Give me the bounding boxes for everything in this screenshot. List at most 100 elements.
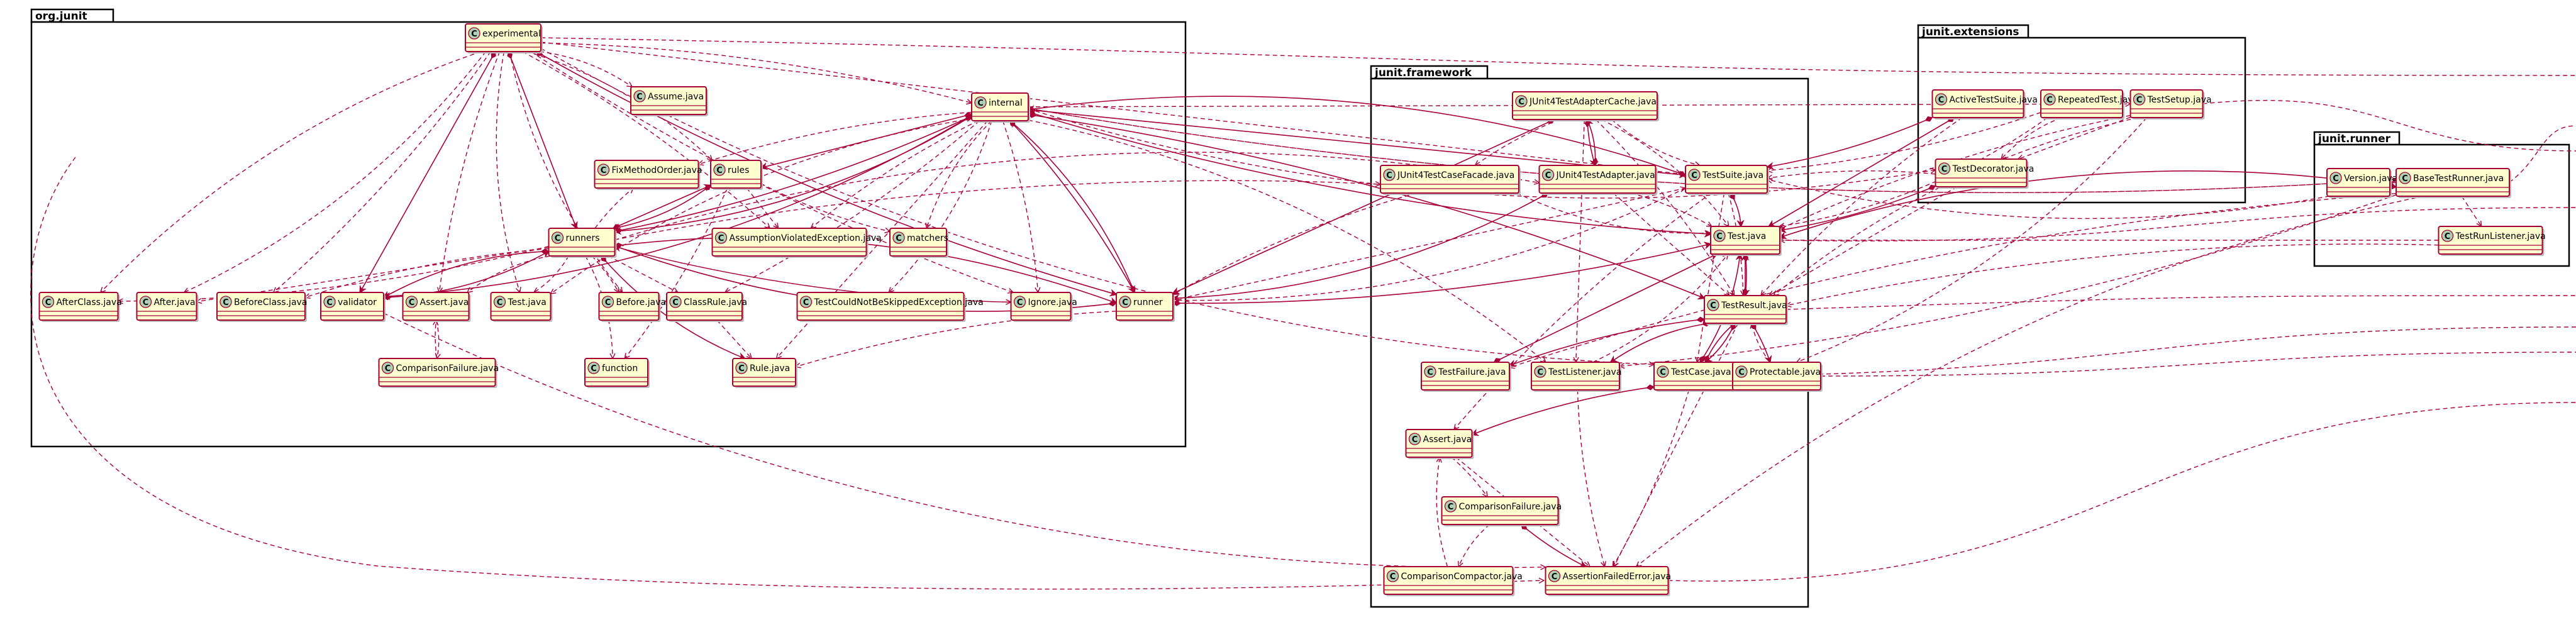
class-c-glyph: C bbox=[326, 298, 333, 308]
class-name: TestFailure.java bbox=[1438, 367, 1506, 377]
package-junit-framework: junit.framework bbox=[1371, 66, 1808, 607]
class-c-glyph: C bbox=[2402, 174, 2408, 184]
class-name: JUnit4TestCaseFacade.java bbox=[1397, 170, 1514, 180]
class-c-glyph: C bbox=[672, 298, 679, 308]
class-name: Test.java bbox=[1727, 231, 1766, 241]
class-junit4facade[interactable]: C JUnit4TestCaseFacade.java bbox=[1380, 165, 1521, 195]
class-c-glyph: C bbox=[1691, 171, 1697, 180]
class-name: Test.java bbox=[508, 297, 547, 308]
class-before[interactable]: C Before.java bbox=[599, 292, 667, 322]
class-name: Before.java bbox=[616, 297, 667, 308]
class-testcase[interactable]: C TestCase.java bbox=[1654, 362, 1738, 392]
class-name: ComparisonCompactor.java bbox=[1401, 572, 1523, 582]
class-basetestrunner[interactable]: C BaseTestRunner.java bbox=[2396, 169, 2511, 198]
class-name: TestRunListener.java bbox=[2455, 231, 2546, 241]
class-c-glyph: C bbox=[636, 92, 643, 102]
class-c-glyph: C bbox=[555, 234, 561, 243]
class-testsuite[interactable]: C TestSuite.java bbox=[1685, 165, 1769, 195]
class-name: BeforeClass.java bbox=[234, 297, 307, 308]
class-testdecorator[interactable]: C TestDecorator.java bbox=[1936, 159, 2035, 189]
class-c-glyph: C bbox=[1545, 171, 1552, 180]
class-name: Assert.java bbox=[420, 297, 469, 308]
class-c-glyph: C bbox=[1710, 301, 1716, 311]
package-title: org.junit bbox=[35, 10, 87, 23]
class-name: internal bbox=[989, 98, 1023, 108]
class-name: TestSuite.java bbox=[1702, 170, 1763, 180]
class-c-glyph: C bbox=[1537, 368, 1543, 377]
class-c-glyph: C bbox=[2136, 96, 2143, 105]
class-name: ComparisonFailure.java bbox=[1459, 502, 1562, 512]
class-c-glyph: C bbox=[716, 166, 723, 175]
class-name: Protectable.java bbox=[1750, 367, 1821, 377]
package-title: junit.runner bbox=[2318, 133, 2391, 145]
class-c-glyph: C bbox=[1738, 368, 1745, 377]
class-name: BaseTestRunner.java bbox=[2413, 174, 2504, 184]
class-name: function bbox=[602, 363, 638, 374]
package-title: junit.extensions bbox=[1921, 26, 2019, 38]
class-c-glyph: C bbox=[1122, 298, 1128, 308]
edge-protectable-offscreen bbox=[1821, 352, 2576, 376]
class-c-glyph: C bbox=[896, 234, 902, 243]
class-activetestsuite[interactable]: C ActiveTestSuite.java bbox=[1933, 90, 2038, 119]
class-testresult[interactable]: C TestResult.java bbox=[1704, 296, 1788, 325]
edge-testcase-offscreen bbox=[1736, 327, 2576, 376]
class-name: TestCouldNotBeSkippedException.java bbox=[814, 297, 984, 308]
class-name: FixMethodOrder.java bbox=[612, 165, 702, 175]
class-name: TestDecorator.java bbox=[1952, 164, 2035, 174]
class-name: TestCase.java bbox=[1670, 367, 1731, 377]
class-assume[interactable]: C Assume.java bbox=[631, 87, 708, 116]
class-c-glyph: C bbox=[385, 364, 391, 374]
class-c-glyph: C bbox=[45, 298, 52, 308]
class-name: TestResult.java bbox=[1721, 301, 1787, 311]
class-c-glyph: C bbox=[1386, 171, 1392, 180]
class-name: ActiveTestSuite.java bbox=[1950, 95, 2038, 105]
class-c-glyph: C bbox=[1941, 165, 1948, 174]
class-name: Assume.java bbox=[648, 92, 704, 102]
class-c-glyph: C bbox=[1412, 435, 1418, 445]
class-protectable[interactable]: C Protectable.java bbox=[1733, 362, 1823, 392]
class-c-glyph: C bbox=[1518, 97, 1524, 107]
class-c-glyph: C bbox=[738, 364, 745, 374]
class-name: runner bbox=[1133, 297, 1163, 308]
class-c-glyph: C bbox=[1938, 96, 1945, 105]
class-c-glyph: C bbox=[1552, 572, 1558, 582]
class-c-glyph: C bbox=[591, 364, 597, 374]
class-c-glyph: C bbox=[605, 298, 611, 308]
class-name: runners bbox=[566, 233, 600, 243]
class-c-glyph: C bbox=[1660, 368, 1666, 377]
